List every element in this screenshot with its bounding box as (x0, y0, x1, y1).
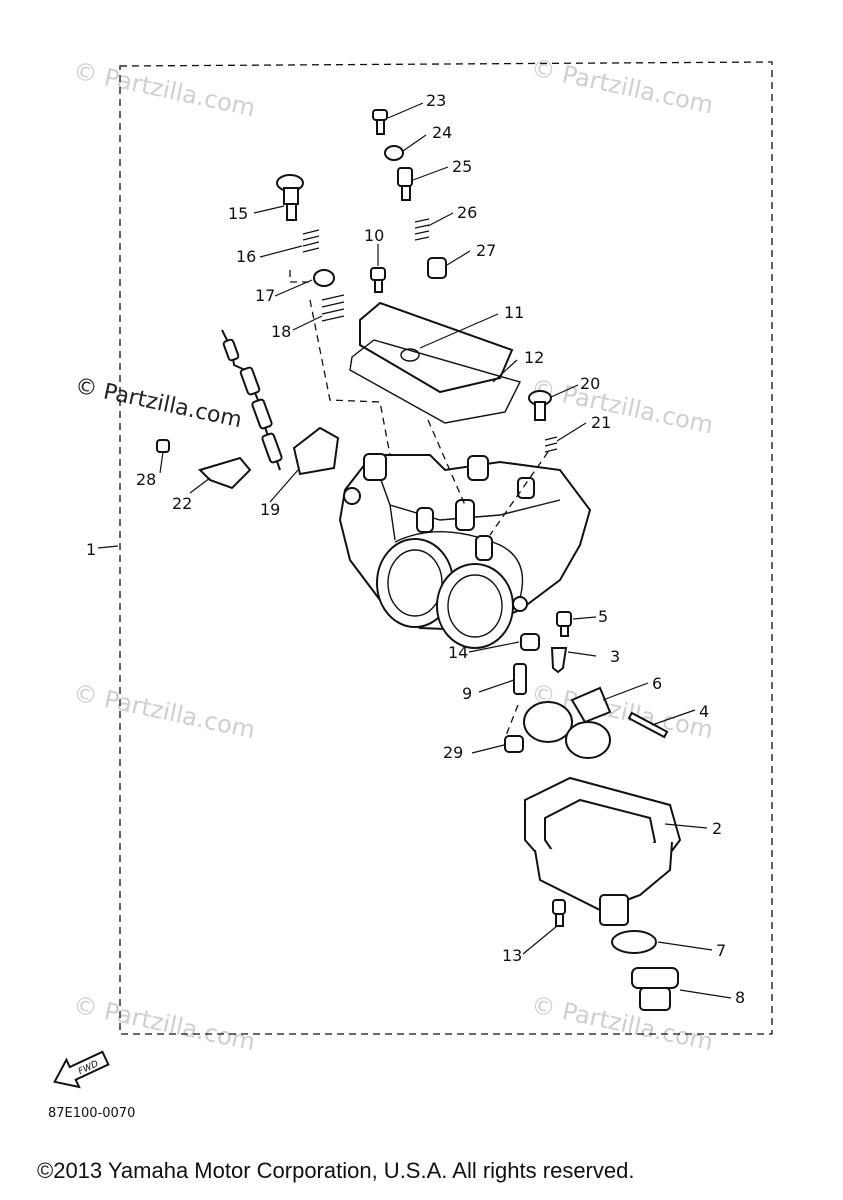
fwd-arrow-icon: FWD (53, 1050, 110, 1089)
callout-12: 12 (524, 348, 544, 367)
callout-23: 23 (426, 91, 446, 110)
watermark: © Partzilla.com (71, 990, 258, 1056)
callout-24: 24 (432, 123, 452, 142)
callout-13: 13 (502, 946, 522, 965)
callout-28: 28 (136, 470, 156, 489)
callout-4: 4 (699, 702, 709, 721)
figure-code: 87E100-0070 (48, 1106, 135, 1121)
callouts: 1 2 3 4 5 6 7 8 9 10 11 12 13 14 15 16 1… (86, 91, 745, 1007)
callout-9: 9 (462, 684, 472, 703)
leader-lines (97, 102, 732, 999)
callout-15: 15 (228, 204, 248, 223)
watermark: © Partzilla.com (71, 56, 258, 122)
float-bowl (524, 776, 682, 926)
callout-6: 6 (652, 674, 662, 693)
callout-17: 17 (255, 286, 275, 305)
watermark: © Partzilla.com (529, 373, 716, 439)
small-parts (156, 109, 679, 1011)
callout-29: 29 (443, 743, 463, 762)
callout-10: 10 (364, 226, 384, 245)
callout-7: 7 (716, 941, 726, 960)
assembly-boundary (119, 61, 773, 1035)
watermark: © Partzilla.com (71, 678, 258, 744)
callout-16: 16 (236, 247, 256, 266)
callout-11: 11 (504, 303, 524, 322)
callout-1: 1 (86, 540, 96, 559)
callout-18: 18 (271, 322, 291, 341)
callout-2: 2 (712, 819, 722, 838)
callout-22: 22 (172, 494, 192, 513)
callout-14: 14 (448, 643, 468, 662)
callout-20: 20 (580, 374, 600, 393)
callout-5: 5 (598, 607, 608, 626)
watermark-dark: © Partzilla.com (73, 373, 244, 433)
callout-19: 19 (260, 500, 280, 519)
callout-21: 21 (591, 413, 611, 432)
watermark: © Partzilla.com (529, 990, 716, 1056)
callout-26: 26 (457, 203, 477, 222)
callout-27: 27 (476, 241, 496, 260)
copyright-notice: ©2013 Yamaha Motor Corporation, U.S.A. A… (37, 1158, 634, 1183)
carburetor-body (338, 453, 592, 649)
callout-25: 25 (452, 157, 472, 176)
callout-8: 8 (735, 988, 745, 1007)
callout-3: 3 (610, 647, 620, 666)
